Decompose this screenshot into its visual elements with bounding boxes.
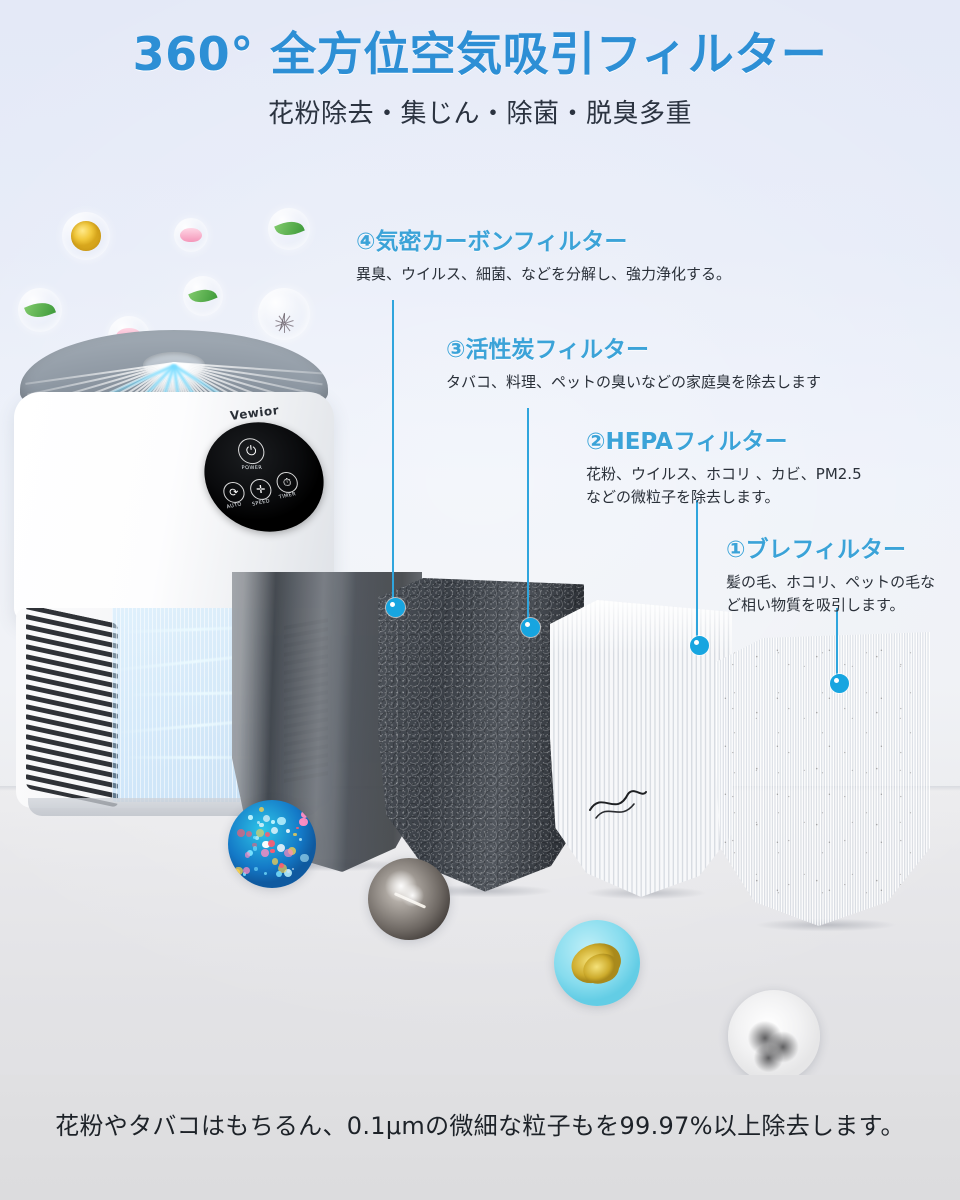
power-button-label: POWER [234,465,271,471]
title-degree: 360° [133,27,254,81]
callout-carbon-desc: 異臭、ウイルス、細菌、などを分解し、強力浄化する。 [356,263,731,286]
dandelion-shape [266,296,302,332]
pollen-grain-icon [62,212,110,260]
timer-button[interactable]: ⏱ [276,472,299,493]
callout-hepa-title: ②HEPAフィルター [586,428,862,457]
leader-line-pre-filter [836,608,838,680]
leaf-icon [268,208,310,250]
speed-icon: ✛ [255,483,266,496]
callout-pre-filter: ①ブレフィルター 髪の毛、ホコリ、ペットの毛な ど相い物質を吸引します。 [726,536,935,617]
callout-activated-carbon-desc: タバコ、料理、ペットの臭いなどの家庭臭を除去します [446,371,821,394]
title-main: 全方位空気吸引フィルター [270,27,827,81]
callout-carbon-filter: ④気密カーボンフィルター 異臭、ウイルス、細菌、などを分解し、強力浄化する。 [356,228,731,286]
power-icon: ⏻ [245,444,257,459]
callout-carbon-title: ④気密カーボンフィルター [356,228,731,257]
leaf-icon [18,288,62,332]
power-button[interactable]: ⏻ [237,438,266,464]
leader-line-carbon [392,300,394,610]
leader-line-activated-carbon [527,408,529,626]
footer-note: 花粉やタバコはもちるん、0.1μmの微細な粒子もを99.97%以上除去します。 [0,1106,960,1141]
dust-cloud-icon [728,990,820,1082]
timer-icon: ⏱ [282,476,292,490]
leaf-icon [183,276,223,316]
pollen-flower-icon [554,920,640,1006]
cigarette-smoke-icon [368,858,450,940]
bacteria-virus-icon [228,800,316,888]
purifier-side-louvers [26,608,118,808]
auto-button[interactable]: ⟳ [222,482,245,503]
callout-hepa-filter: ②HEPAフィルター 花粉、ウイルス、ホコリ 、カビ、PM2.5 などの微粒子を… [586,428,862,509]
leader-dot-carbon [386,598,405,617]
callout-activated-carbon-filter: ③活性炭フィルター タバコ、料理、ペットの臭いなどの家庭臭を除去します [446,336,821,394]
callout-pre-filter-title: ①ブレフィルター [726,536,935,565]
pre-filter [716,632,930,932]
page-title: 360° 全方位空気吸引フィルター [0,28,960,81]
page-subtitle: 花粉除去・集じん・除菌・脱臭多重 [0,93,960,130]
auto-icon: ⟳ [229,486,240,499]
petal-icon [174,218,208,252]
callout-hepa-desc: 花粉、ウイルス、ホコリ 、カビ、PM2.5 などの微粒子を除去します。 [586,463,862,510]
leader-dot-pre-filter [830,674,849,693]
leader-dot-hepa [690,636,709,655]
page-header: 360° 全方位空気吸引フィルター 花粉除去・集じん・除菌・脱臭多重 [0,28,960,130]
leader-line-hepa [696,500,698,642]
callout-activated-carbon-title: ③活性炭フィルター [446,336,821,365]
callout-pre-filter-desc: 髪の毛、ホコリ、ペットの毛な ど相い物質を吸引します。 [726,571,935,618]
pet-hair-icon [586,784,650,826]
leader-dot-activated-carbon [521,618,540,637]
